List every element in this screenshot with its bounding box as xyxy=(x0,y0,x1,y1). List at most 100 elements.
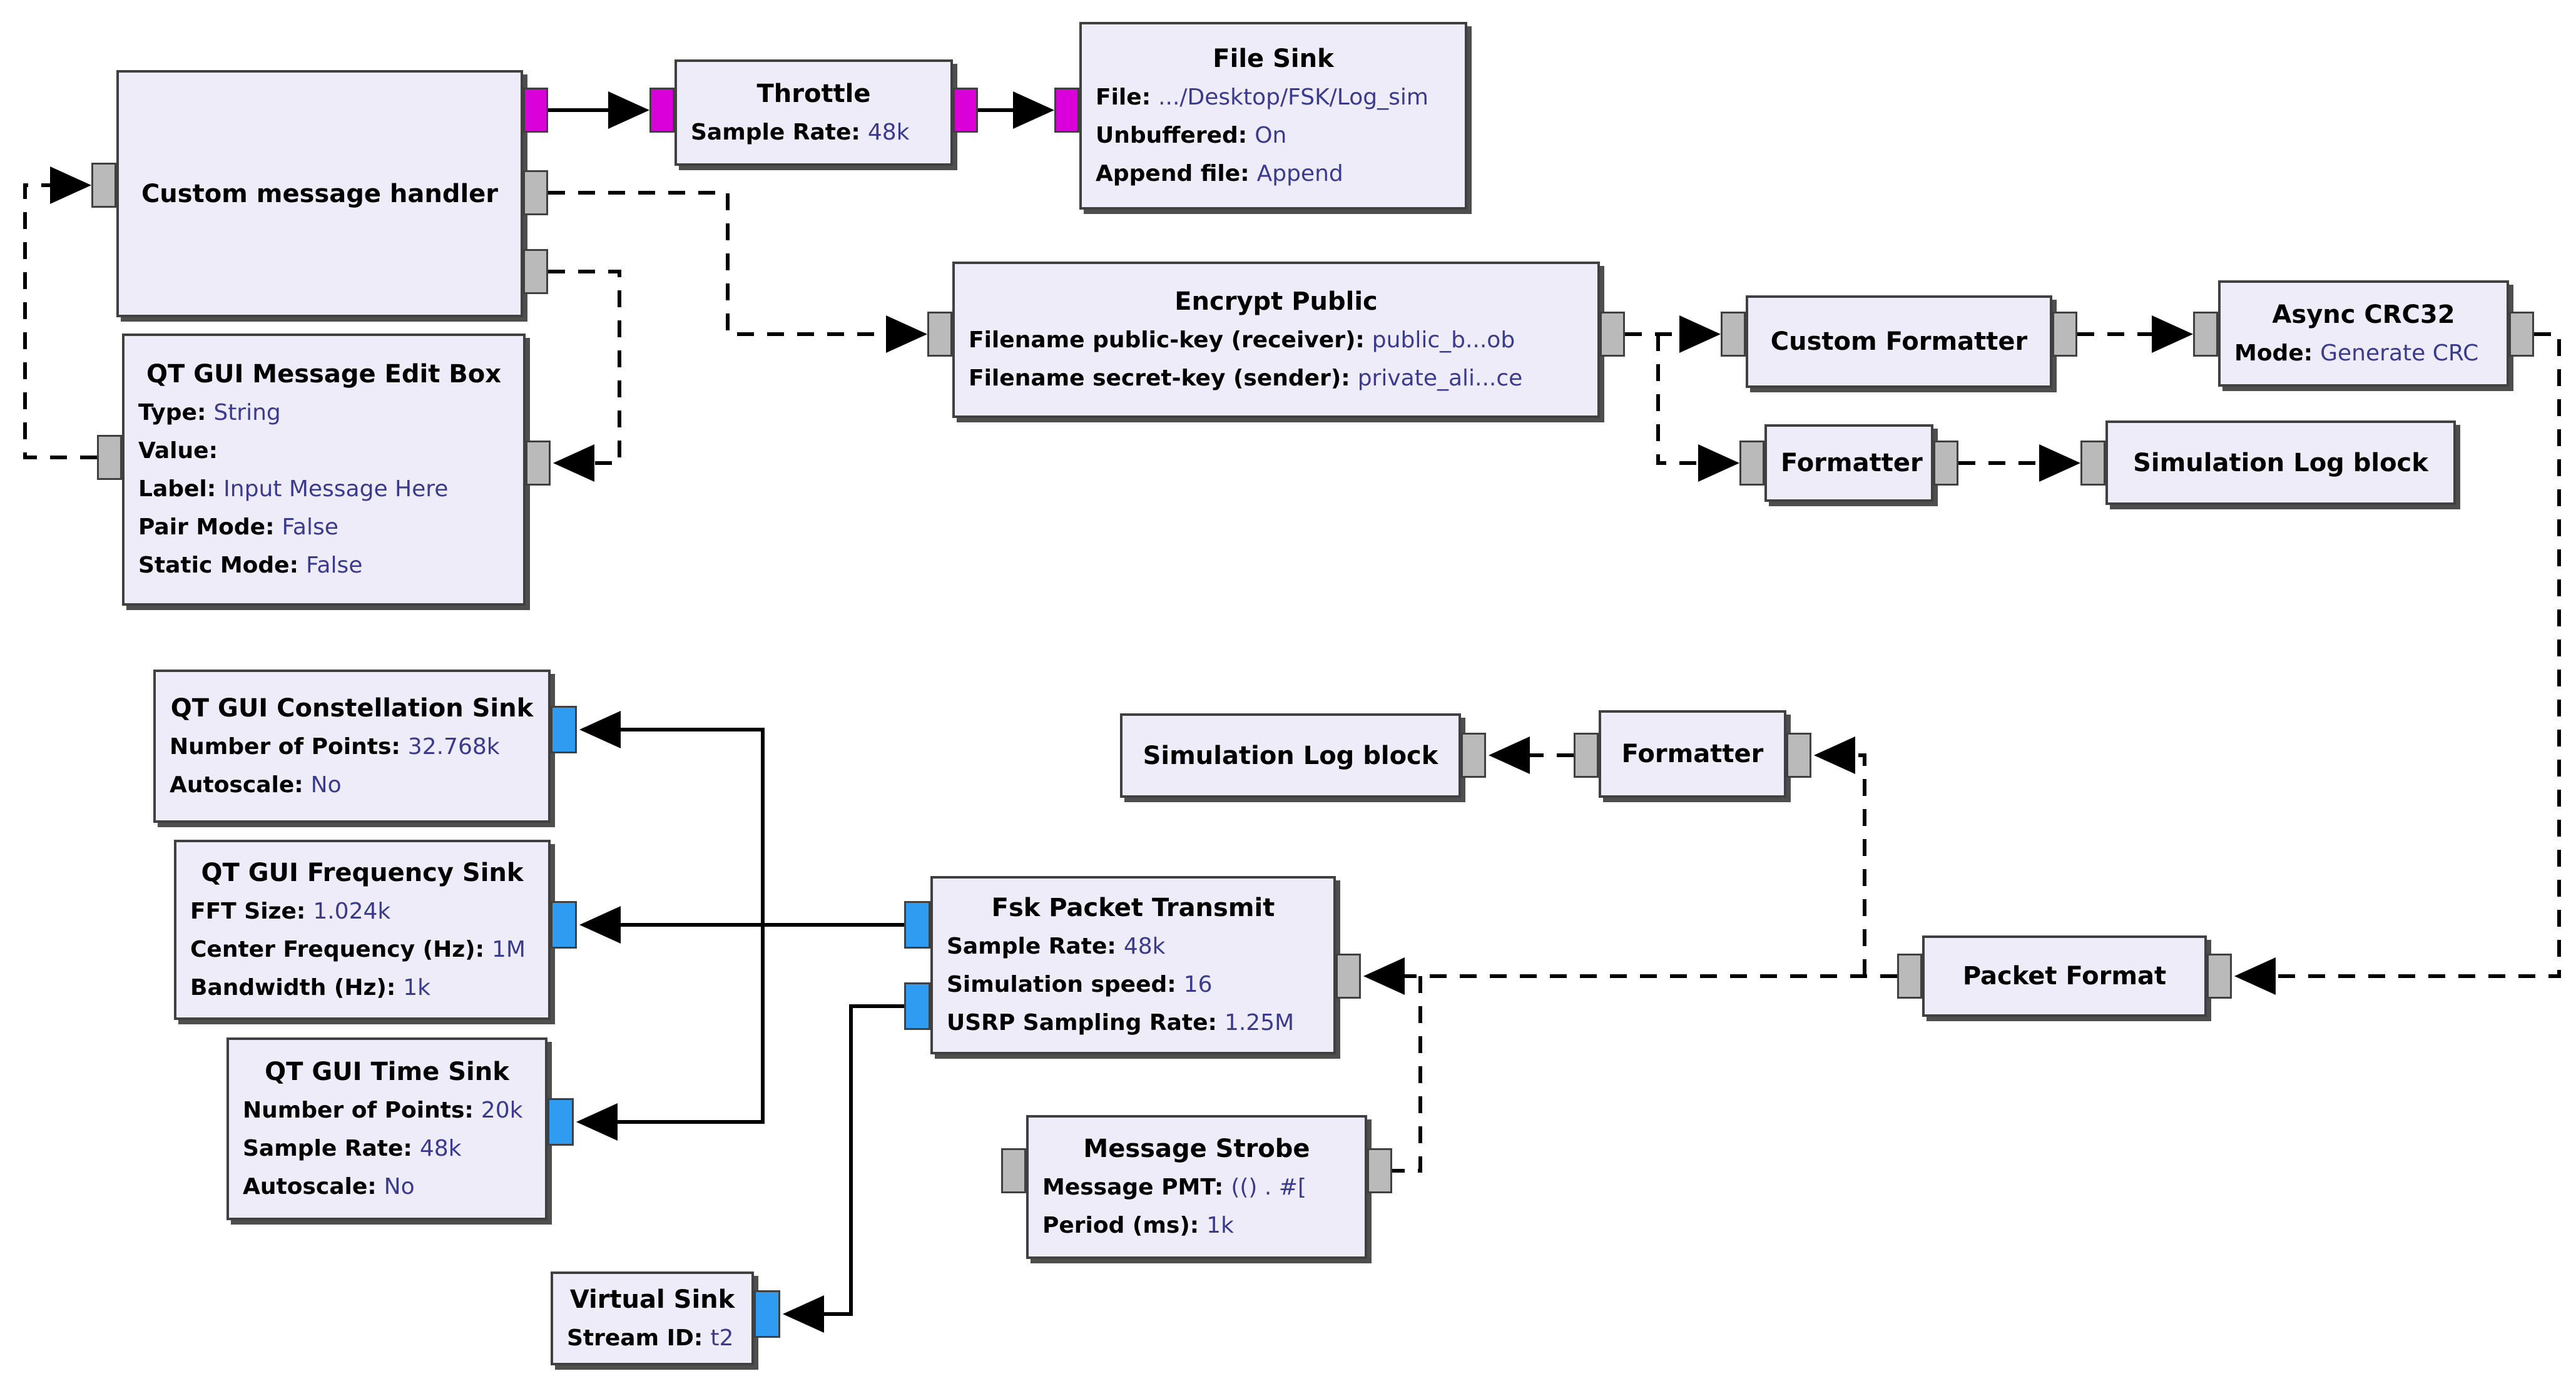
block-title: Simulation Log block xyxy=(1143,741,1438,770)
block-param: FFT Size: 1.024k xyxy=(190,892,534,930)
custom-formatter-msg-in-port[interactable] xyxy=(1721,312,1746,357)
custom-message-handler-msg-out-port-1[interactable] xyxy=(523,170,548,215)
formatter-top-msg-in-port[interactable] xyxy=(1739,441,1764,486)
encrypt-public-msg-out-port[interactable] xyxy=(1600,312,1625,357)
arrowhead xyxy=(1814,736,1855,774)
packet-format-msg-in-port[interactable] xyxy=(2207,954,2232,999)
param-name: Label: xyxy=(138,476,216,502)
custom-formatter-msg-out-port[interactable] xyxy=(2052,312,2077,357)
block-title: Encrypt Public xyxy=(1174,287,1378,316)
throttle-stream-out-port[interactable] xyxy=(953,88,978,133)
simulation-log-block-mid-msg-in-port[interactable] xyxy=(1461,733,1486,778)
connection-packet-format-to-formatter-mid[interactable] xyxy=(1855,753,1866,976)
block-param: Filename secret-key (sender):private_ali… xyxy=(969,359,1584,397)
connection-message-strobe-to-fsk[interactable] xyxy=(1392,976,1422,1173)
qt-gui-time-sink-stream-in-port[interactable] xyxy=(547,1098,574,1146)
connection-handler-to-encrypt[interactable] xyxy=(548,191,886,336)
param-name: Pair Mode: xyxy=(138,514,275,540)
param-value: 1M xyxy=(492,936,526,962)
block-param: Autoscale:No xyxy=(170,766,534,804)
formatter-top-msg-out-port[interactable] xyxy=(1933,441,1958,486)
formatter-mid-msg-out-port[interactable] xyxy=(1574,733,1599,778)
block-param: Number of Points:32.768k xyxy=(170,728,534,766)
custom-message-handler-msg-in-port[interactable] xyxy=(91,163,116,208)
block-custom-message-handler[interactable]: Custom message handler xyxy=(116,70,523,317)
param-name: Type: xyxy=(138,400,206,425)
param-value: Append xyxy=(1256,160,1343,186)
connection-fsk-to-time-sink[interactable] xyxy=(618,925,765,1124)
custom-message-handler-stream-out-port[interactable] xyxy=(523,88,548,133)
block-param: Period (ms):1k xyxy=(1042,1206,1351,1245)
message-strobe-msg-in-port[interactable] xyxy=(1001,1148,1026,1193)
block-title: QT GUI Time Sink xyxy=(265,1057,509,1086)
param-name: Sample Rate: xyxy=(691,119,860,145)
param-value: On xyxy=(1255,122,1287,148)
block-param: Simulation speed:16 xyxy=(947,966,1320,1004)
encrypt-public-msg-in-port[interactable] xyxy=(927,312,952,357)
block-title: Throttle xyxy=(756,79,871,108)
param-name: Sample Rate: xyxy=(243,1135,412,1161)
arrowhead xyxy=(2234,957,2276,995)
block-simulation-log-block-mid[interactable]: Simulation Log block xyxy=(1120,713,1461,798)
param-name: Message PMT: xyxy=(1042,1175,1224,1200)
block-param: Append file:Append xyxy=(1096,155,1451,193)
connection-crc32-to-packet-format[interactable] xyxy=(2276,332,2561,978)
fsk-packet-transmit-stream-out-port-1[interactable] xyxy=(904,982,930,1030)
async-crc32-msg-out-port[interactable] xyxy=(2509,312,2534,357)
fsk-packet-transmit-msg-in-port[interactable] xyxy=(1336,954,1361,999)
arrowhead xyxy=(783,1295,824,1333)
arrowhead xyxy=(50,166,91,204)
message-strobe-msg-out-port[interactable] xyxy=(1367,1148,1392,1193)
connection-editbox-to-handler[interactable] xyxy=(23,183,97,459)
simulation-log-block-top-msg-in-port[interactable] xyxy=(2080,441,2105,486)
arrowhead xyxy=(608,91,649,129)
param-value: Input Message Here xyxy=(223,476,449,502)
connection-fsk-to-virtual-sink[interactable] xyxy=(824,1004,904,1316)
param-value: 48k xyxy=(1123,934,1166,959)
block-simulation-log-block-top[interactable]: Simulation Log block xyxy=(2105,420,2456,505)
custom-message-handler-msg-out-port-2[interactable] xyxy=(523,249,548,294)
param-value: private_ali...ce xyxy=(1357,365,1523,391)
connection-handler-to-editbox[interactable] xyxy=(548,270,621,465)
fsk-packet-transmit-stream-out-port-0[interactable] xyxy=(904,901,930,949)
connection-fsk-to-constellation-sink[interactable] xyxy=(621,728,765,925)
param-name: FFT Size: xyxy=(190,898,306,924)
block-param: Bandwidth (Hz):1k xyxy=(190,969,534,1007)
block-title: Async CRC32 xyxy=(2272,300,2455,329)
async-crc32-msg-in-port[interactable] xyxy=(2193,312,2218,357)
formatter-mid-msg-in-port[interactable] xyxy=(1786,733,1811,778)
qt-gui-message-edit-box-msg-out-port[interactable] xyxy=(97,435,122,480)
param-value: 1.25M xyxy=(1224,1010,1295,1036)
block-title: QT GUI Message Edit Box xyxy=(146,360,502,389)
block-formatter-top[interactable]: Formatter xyxy=(1764,424,1933,502)
block-title: Packet Format xyxy=(1962,962,2167,991)
param-value: 1.024k xyxy=(313,898,391,924)
block-packet-format[interactable]: Packet Format xyxy=(1922,935,2207,1017)
packet-format-msg-out-port[interactable] xyxy=(1897,954,1922,999)
virtual-sink-stream-in-port[interactable] xyxy=(754,1290,780,1338)
qt-gui-frequency-sink-stream-in-port[interactable] xyxy=(551,901,577,949)
block-formatter-mid[interactable]: Formatter xyxy=(1599,710,1786,798)
param-name: Stream ID: xyxy=(567,1325,703,1351)
throttle-stream-in-port[interactable] xyxy=(649,88,675,133)
qt-gui-message-edit-box-msg-in-port[interactable] xyxy=(526,441,551,486)
connection-encrypt-to-formatter-top[interactable] xyxy=(1656,334,1698,465)
file-sink-stream-in-port[interactable] xyxy=(1054,88,1079,133)
param-value: No xyxy=(310,772,342,798)
qt-gui-constellation-sink-stream-in-port[interactable] xyxy=(551,706,577,753)
param-value: 1k xyxy=(1206,1213,1234,1238)
block-custom-formatter[interactable]: Custom Formatter xyxy=(1746,295,2052,388)
